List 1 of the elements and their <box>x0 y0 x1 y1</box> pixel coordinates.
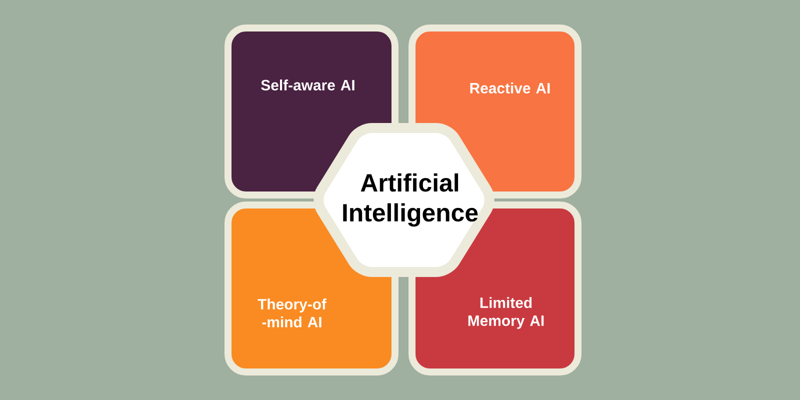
center-hexagon: Artificial Intelligence <box>314 123 494 277</box>
